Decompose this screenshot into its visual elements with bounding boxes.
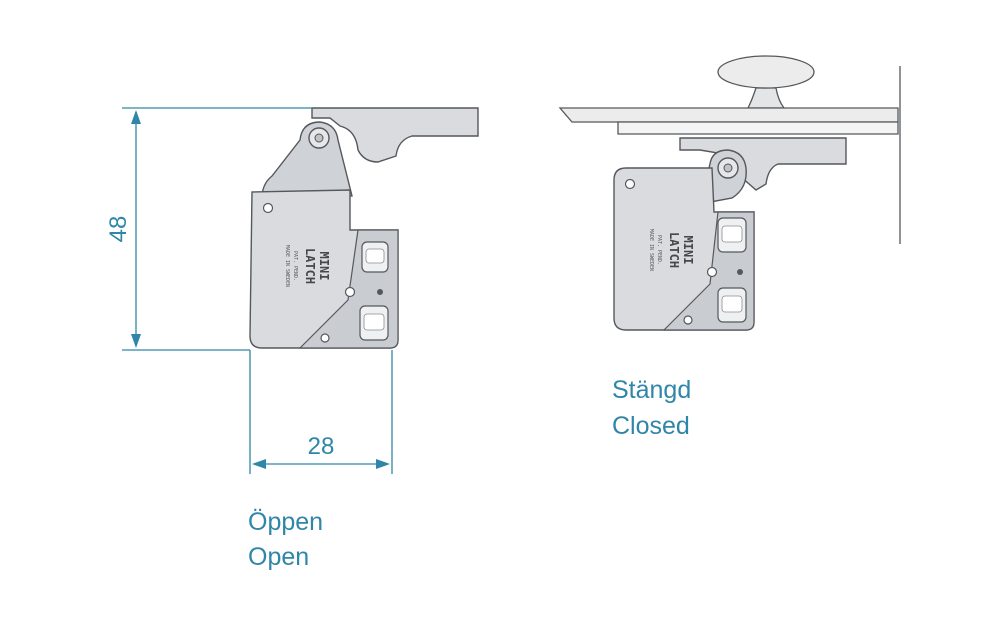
caption-open-swedish: Öppen: [248, 508, 323, 536]
open-latch: MINI LATCH PAT. PEND. MADE IN SWEDEN: [249, 107, 479, 349]
closed-stamp-line2: LATCH: [667, 232, 681, 268]
open-screw-hole-1: [262, 202, 274, 214]
width-dimension-label: 28: [308, 433, 335, 460]
shelf-board: [558, 107, 899, 123]
dimension-lines: [122, 107, 393, 474]
knob: [717, 55, 815, 89]
captions: Öppen Open Stängd Closed: [248, 376, 691, 571]
caption-closed-english: Closed: [612, 412, 690, 440]
closed-screw-hole-3: [683, 315, 693, 325]
caption-open-english: Open: [248, 543, 309, 571]
open-rivet: [377, 289, 383, 295]
height-arrow-bottom: [131, 334, 141, 348]
knob-stem: [746, 87, 786, 109]
closed-assembly: MINI LATCH PAT. PEND. MADE IN SWEDEN: [558, 55, 901, 331]
open-stamp-line3: PAT. PEND.: [292, 251, 298, 281]
closed-screw-hole-2: [706, 266, 718, 278]
closed-stamp-line1: MINI: [681, 236, 695, 265]
width-arrow-left: [252, 459, 266, 469]
open-hook-arm: [261, 121, 353, 199]
open-screw-hole-3: [320, 333, 330, 343]
height-dimension-label: 48: [105, 216, 132, 243]
open-stamp-line4: MADE IN SWEDEN: [284, 245, 290, 287]
open-stamp-line2: LATCH: [303, 248, 317, 284]
open-latch-stamp: MINI LATCH PAT. PEND. MADE IN SWEDEN: [284, 245, 331, 287]
caption-closed-swedish: Stängd: [612, 376, 691, 404]
closed-latch-stamp: MINI LATCH PAT. PEND. MADE IN SWEDEN: [648, 229, 695, 271]
width-arrow-right: [376, 459, 390, 469]
closed-stamp-line4: MADE IN SWEDEN: [648, 229, 654, 271]
shelf-underside: [617, 121, 899, 135]
height-arrow-top: [131, 110, 141, 124]
open-stamp-line1: MINI: [317, 252, 331, 281]
closed-rivet: [737, 269, 743, 275]
closed-screw-hole-1: [624, 178, 636, 190]
open-screw-hole-2: [344, 286, 356, 298]
open-strike-plate: [311, 107, 479, 163]
closed-stamp-line3: PAT. PEND.: [656, 235, 662, 265]
